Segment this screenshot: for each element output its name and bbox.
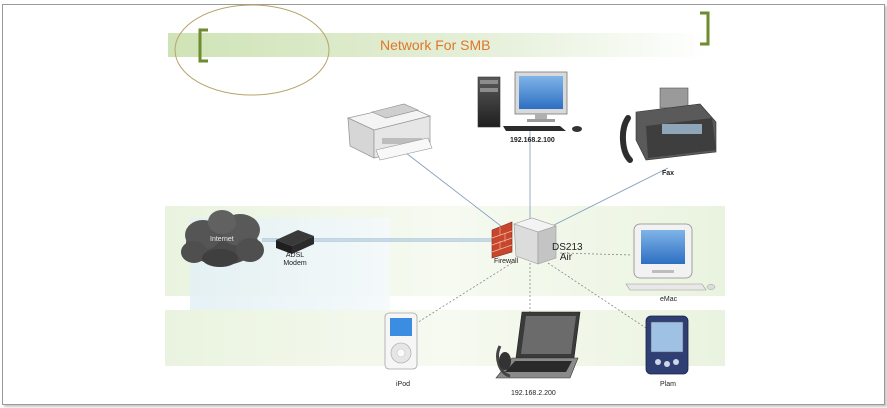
title-band bbox=[168, 33, 708, 57]
palm-icon bbox=[645, 315, 689, 375]
internet-cloud-icon bbox=[181, 210, 264, 267]
title-ellipse bbox=[174, 4, 330, 96]
wifi-link-emac bbox=[559, 252, 633, 256]
nas-label: DS213 Air bbox=[552, 242, 583, 263]
firewall-icon bbox=[491, 221, 513, 259]
laptop-icon bbox=[495, 311, 581, 379]
emac-icon bbox=[625, 223, 716, 291]
diagram-title: Network For SMB bbox=[380, 37, 491, 53]
fax-icon bbox=[620, 87, 717, 163]
wifi-link-palm bbox=[547, 262, 653, 333]
nas-icon bbox=[513, 217, 557, 265]
ipod-icon bbox=[384, 312, 418, 370]
pc-label: 192.168.2.100 bbox=[510, 137, 555, 144]
adsl-modem-icon bbox=[276, 230, 314, 254]
link-printer-firewall bbox=[392, 142, 511, 234]
fax-label: Fax bbox=[662, 170, 675, 177]
laptop-label: 192.168.2.200 bbox=[511, 390, 556, 397]
right-bracket bbox=[700, 11, 710, 46]
desktop-pc-icon bbox=[477, 71, 582, 132]
link-fax-firewall bbox=[547, 167, 669, 229]
emac-label: eMac bbox=[660, 296, 678, 303]
bottom-band bbox=[165, 310, 725, 366]
internet-label: Internet bbox=[210, 236, 234, 243]
printer-icon bbox=[346, 103, 433, 161]
palm-label: Plam bbox=[660, 381, 676, 388]
ipod-label: iPod bbox=[396, 381, 411, 388]
firewall-label: Firewall bbox=[494, 258, 519, 265]
modem-label: ADSL Modem bbox=[283, 252, 307, 267]
left-bracket bbox=[198, 28, 208, 63]
